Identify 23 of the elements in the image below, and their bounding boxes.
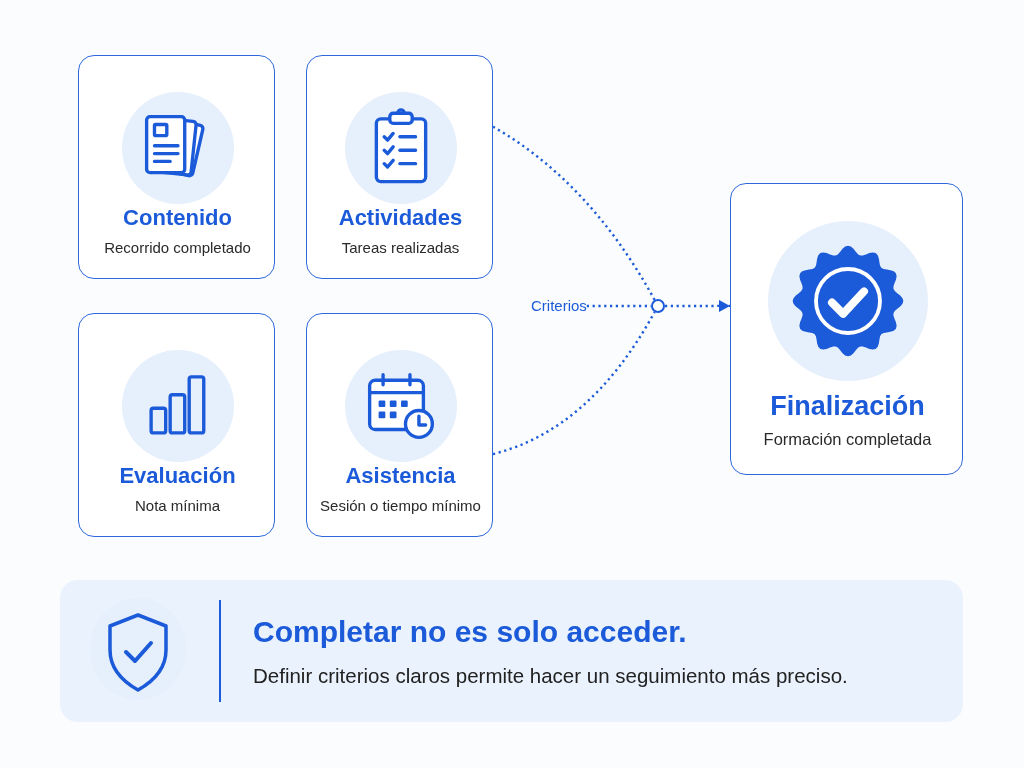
card-subtitle: Formación completada xyxy=(763,429,932,449)
card-title: Actividades xyxy=(338,205,463,231)
banner-text: Definir criterios claros permite hacer un seguimiento más preciso. xyxy=(253,664,848,688)
card-title: Asistencia xyxy=(345,463,456,489)
card-subtitle: Tareas realizadas xyxy=(341,239,460,257)
card xyxy=(78,55,275,279)
card-title: Finalización xyxy=(770,391,925,423)
card-title: Contenido xyxy=(123,205,232,231)
card xyxy=(78,313,275,537)
criteria-label: Criterios xyxy=(531,297,587,315)
card-title: Evaluación xyxy=(119,463,236,489)
dotted-connector xyxy=(492,125,656,301)
card xyxy=(306,55,493,279)
card-subtitle: Nota mínima xyxy=(135,497,220,515)
card xyxy=(730,183,963,475)
card xyxy=(306,313,493,537)
arrow xyxy=(665,299,730,312)
card-subtitle: Recorrido completado xyxy=(104,239,251,257)
dotted-connector xyxy=(492,311,656,456)
card-subtitle: Sesión o tiempo mínimo xyxy=(320,497,481,515)
banner-heading: Completar no es solo acceder. xyxy=(253,614,687,650)
junction-circle xyxy=(651,299,665,313)
note-banner xyxy=(60,580,963,722)
